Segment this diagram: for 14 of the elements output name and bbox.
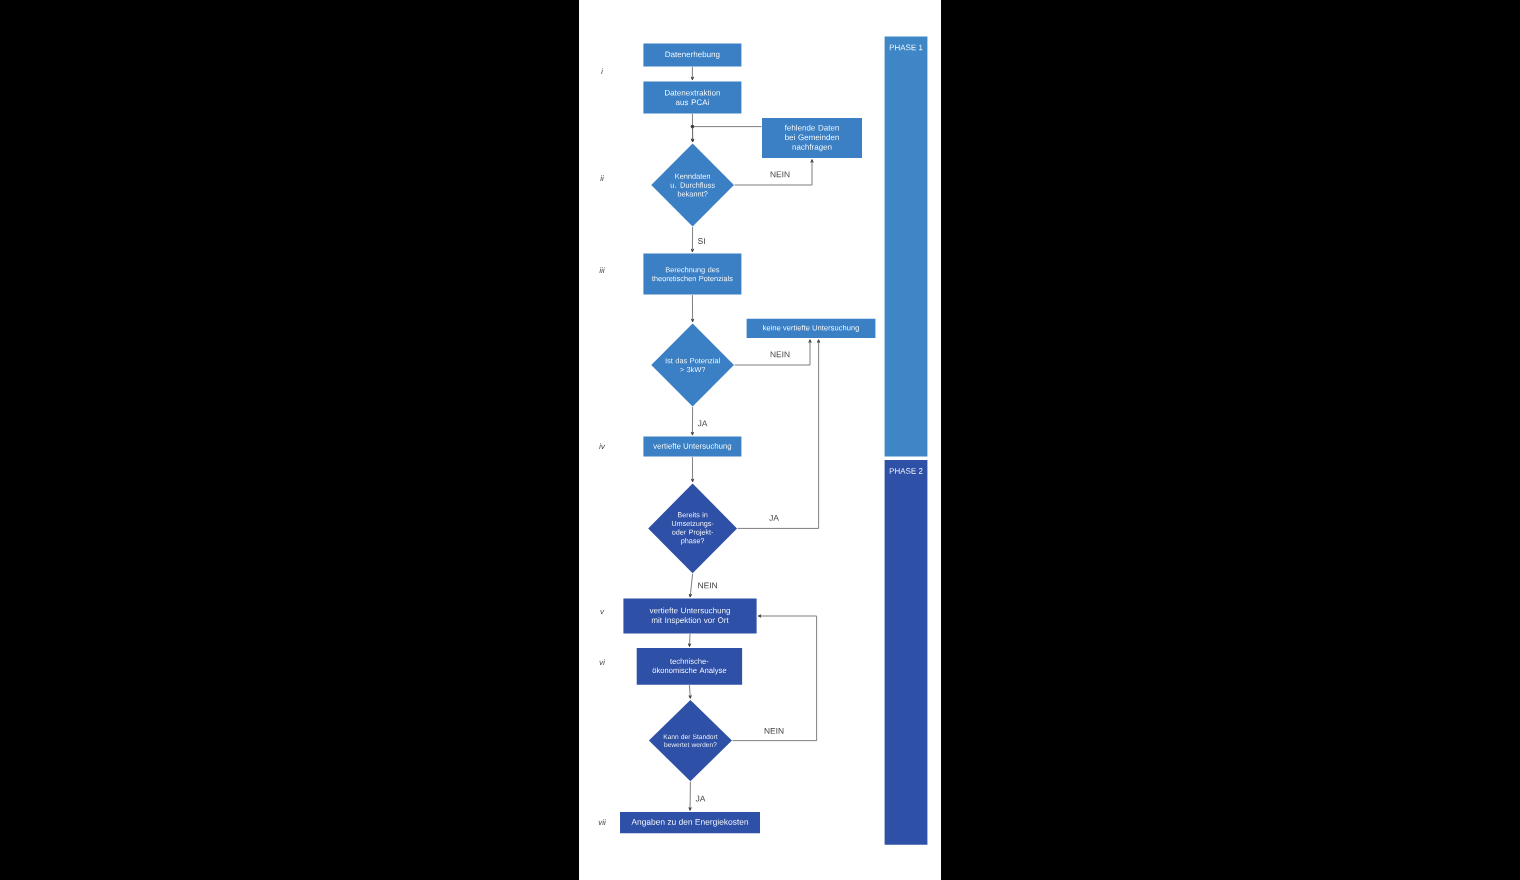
arrow [688,684,692,699]
arrow [737,339,821,529]
arrow [690,226,695,253]
arrow [688,781,692,811]
arrow [734,339,812,366]
arrow [691,126,763,143]
arrow [690,456,695,483]
arrow [688,573,694,598]
arrow [687,633,692,648]
arrow [690,406,695,436]
arrow [732,614,818,742]
arrow [690,294,695,323]
arrow [734,159,814,186]
arrow [690,66,695,81]
